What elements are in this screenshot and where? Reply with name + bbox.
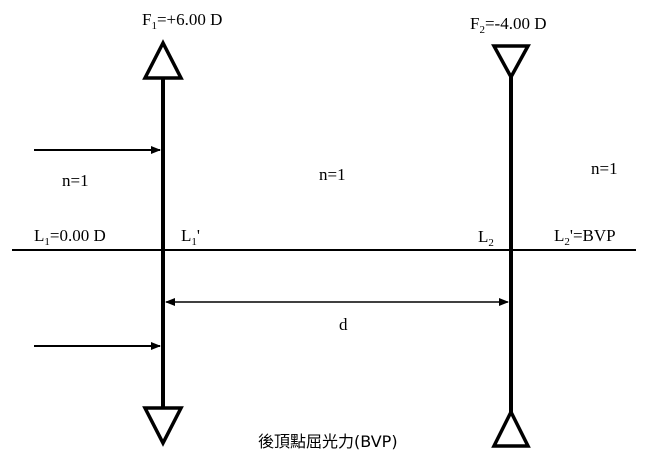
lens-2-bottom-arrow (491, 408, 531, 448)
separation-label: d (339, 315, 348, 334)
lens-2-top-arrow (491, 44, 531, 81)
vergence-L1-prime-label: L1' (181, 226, 200, 248)
lens-1-bottom-arrow (142, 406, 184, 447)
lens-1-top-arrow (142, 39, 184, 80)
medium-left-label: n=1 (62, 171, 89, 190)
medium-middle-label: n=1 (319, 165, 346, 184)
lens-2 (491, 44, 531, 448)
lens-2-power-label: F2=-4.00 D (470, 14, 547, 36)
vergence-L2-label: L2 (478, 227, 494, 249)
lens-1 (142, 39, 184, 447)
vergence-L1-label: L1=0.00 D (34, 226, 106, 248)
diagram-caption: 後頂點屈光力(BVP) (258, 432, 398, 451)
lens-1-power-label: F1=+6.00 D (142, 10, 222, 32)
vergence-L2-prime-label: L2'=BVP (554, 226, 616, 248)
medium-right-label: n=1 (591, 159, 618, 178)
